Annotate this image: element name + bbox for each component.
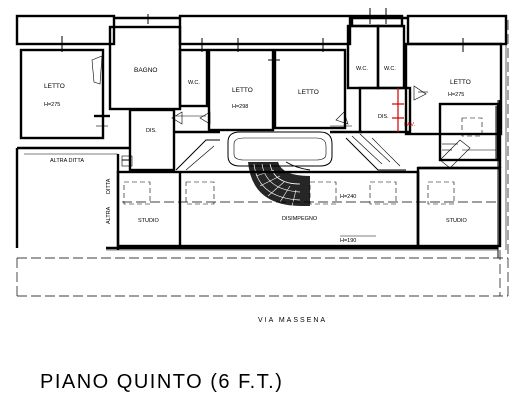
room-studio-left-label: STUDIO	[138, 218, 160, 224]
room-wc-1-label: W.C.	[188, 80, 200, 86]
room-letto-mid-height: H=298	[232, 104, 248, 110]
room-letto-right-height: H=275	[448, 92, 464, 98]
lower-rooms-walls	[116, 166, 502, 248]
upper-rooms-walls	[19, 24, 503, 140]
top-facade-wall	[15, 8, 508, 52]
room-letto-left-height: H=275	[44, 102, 60, 108]
room-studio-right-label: STUDIO	[446, 218, 468, 224]
room-letto-right-label: LETTO	[450, 79, 471, 86]
altra-ditta-vertical-word-1: DITTA	[106, 178, 112, 194]
room-dis-left-label: DIS.	[146, 128, 157, 134]
bottom-facade	[16, 20, 509, 297]
altra-ditta-vertical-word-2: ALTRA	[106, 206, 112, 224]
street-label: VIA MASSENA	[258, 317, 327, 324]
room-bagno-label: BAGNO	[134, 67, 157, 74]
room-disimpegno-height: H=240	[340, 194, 356, 200]
room-letto-mid-label: LETTO	[232, 87, 253, 94]
room-letto-left-label: LETTO	[44, 83, 65, 90]
central-corridors	[128, 108, 406, 172]
room-disimpegno-label: DISIMPEGNO	[282, 216, 318, 222]
floor-caption: PIANO QUINTO (6 F.T.)	[40, 371, 283, 393]
stairwell	[227, 131, 333, 207]
ceiling-dashed-marks	[122, 181, 496, 237]
room-disimpegno-height-2: H=190	[340, 238, 356, 244]
upper-room-doors	[91, 54, 428, 127]
room-dis-right-label: DIS.	[378, 114, 389, 120]
lav-red-partition	[392, 88, 404, 132]
room-wc-2-label: W.C.	[356, 66, 368, 72]
altra-ditta-horizontal-label: ALTRA DITTA	[50, 158, 84, 164]
room-letto-center-label: LETTO	[298, 89, 319, 96]
room-lav-label: LAV.	[404, 122, 415, 128]
room-wc-3-label: W.C.	[384, 66, 396, 72]
